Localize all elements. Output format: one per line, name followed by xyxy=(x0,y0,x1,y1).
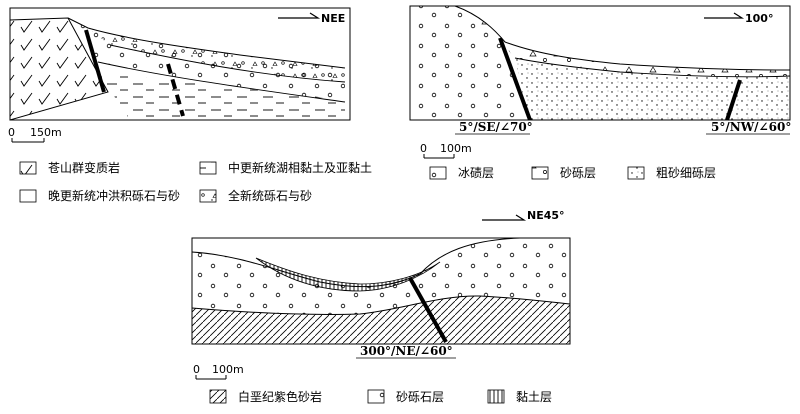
direction-label-b: 100° xyxy=(745,12,773,25)
legend-a: 苍山群变质岩 中更新统湖相黏土及亚黏土 晚更新统冲洪积砾石与砂 全新统砾石与砂 xyxy=(19,160,372,203)
svg-text:0: 0 xyxy=(193,363,200,376)
legend-swatch-clay xyxy=(199,161,217,175)
svg-text:冰碛层: 冰碛层 xyxy=(458,166,494,180)
fault-label-c: 300°/NE/∠60° xyxy=(360,344,453,358)
direction-label-c: NE45° xyxy=(527,209,565,222)
svg-text:0: 0 xyxy=(420,142,427,155)
cretaceous-sandstone-body xyxy=(192,295,570,344)
fault-c xyxy=(408,277,448,343)
svg-text:中更新统湖相黏土及亚黏土: 中更新统湖相黏土及亚黏土 xyxy=(228,160,372,175)
svg-text:150m: 150m xyxy=(30,126,62,139)
legend-swatch-clay-layer xyxy=(487,389,505,404)
lacustrine-clay-body xyxy=(98,72,345,120)
svg-text:白垩纪紫色砂岩: 白垩纪紫色砂岩 xyxy=(238,389,322,404)
svg-text:砂砾石层: 砂砾石层 xyxy=(396,390,444,404)
legend-swatch-cangshan xyxy=(19,161,37,175)
direction-label-a: NEE xyxy=(321,12,345,25)
svg-text:晚更新统冲洪积砾石与砂: 晚更新统冲洪积砾石与砂 xyxy=(48,188,180,203)
cangshan-metamorphic-body xyxy=(9,17,109,121)
fault-label-b-1: 5°/SE/∠70° xyxy=(459,120,533,134)
svg-text:0: 0 xyxy=(8,126,15,139)
svg-text:黏土层: 黏土层 xyxy=(516,390,552,404)
moraine-body xyxy=(410,6,528,120)
scale-bar-b: 0 100m xyxy=(420,142,472,159)
svg-text:100m: 100m xyxy=(440,142,472,155)
legend-swatch-gravel-stone xyxy=(367,389,385,404)
svg-text:苍山群变质岩: 苍山群变质岩 xyxy=(48,160,120,175)
section-c: NE45° 300°/NE/∠60° 0 100m xyxy=(191,209,571,380)
direction-arrow-a xyxy=(278,12,321,19)
legend-swatch-coarse-sand xyxy=(627,166,645,180)
legend-c: 白垩纪紫色砂岩 砂砾石层 黏土层 xyxy=(209,389,552,404)
svg-text:粗砂细砾层: 粗砂细砾层 xyxy=(656,166,716,180)
fault-label-b-2: 5°/NW/∠60° xyxy=(711,120,791,134)
coarse-sand-body xyxy=(515,58,790,120)
gravel-stone-body xyxy=(192,238,570,315)
fault-b-1 xyxy=(498,37,532,121)
svg-text:全新统砾石与砂: 全新统砾石与砂 xyxy=(228,188,312,203)
fault-b-2 xyxy=(725,79,742,121)
scale-bar-a: 0 150m xyxy=(8,126,62,143)
svg-text:砂砾层: 砂砾层 xyxy=(560,166,596,180)
legend-swatch-holocene xyxy=(199,189,217,203)
section-a: NEE 0 150m xyxy=(8,7,351,143)
legend-swatch-moraine xyxy=(429,166,447,180)
gravel-layer-band xyxy=(455,6,790,77)
fault-a-1 xyxy=(84,29,106,93)
legend-swatch-late-gravel xyxy=(19,189,37,203)
legend-b: 冰碛层 砂砾层 粗砂细砾层 xyxy=(429,166,716,180)
fault-a-2 xyxy=(166,63,185,117)
direction-arrow-b xyxy=(704,12,745,19)
section-b: 100° 5°/SE/∠70° 5°/NW/∠60° 0 100m xyxy=(409,5,791,159)
scale-bar-c: 0 100m xyxy=(193,363,244,380)
svg-text:100m: 100m xyxy=(212,363,244,376)
legend-swatch-sandstone xyxy=(209,389,227,404)
legend-swatch-gravel-layer xyxy=(531,166,549,180)
holocene-gravel-band xyxy=(88,28,345,82)
direction-arrow-c xyxy=(482,214,527,221)
